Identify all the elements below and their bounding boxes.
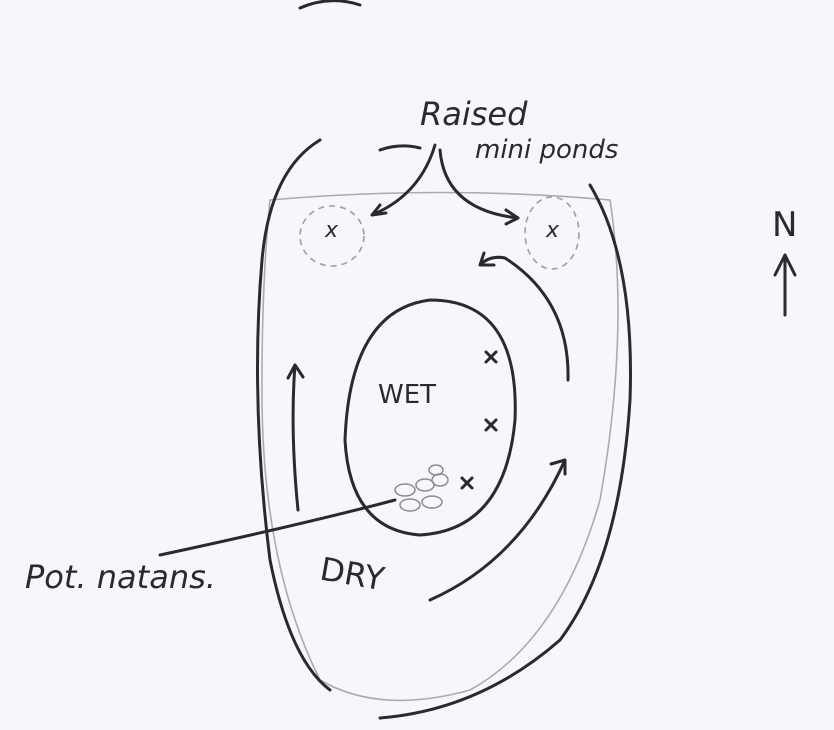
north-arrow-icon — [773, 253, 797, 317]
pond-outline-pencil — [261, 191, 619, 702]
flow-arrow-west — [286, 363, 305, 512]
plant-cluster-icon — [394, 464, 449, 512]
top-partial-circle — [298, 0, 362, 10]
cross-markers — [460, 350, 498, 490]
label-mini-ponds: mini ponds — [475, 135, 619, 165]
label-wet: WET — [378, 380, 437, 410]
label-raised: Raised — [420, 95, 528, 133]
pond-outline-ink — [256, 138, 332, 692]
pointer-arrow-east — [438, 148, 520, 226]
label-north: N — [772, 205, 798, 245]
flow-arrow-east-lower — [428, 458, 567, 602]
mini-pond-east — [524, 196, 580, 270]
mini-pond-east-mark: x — [546, 218, 560, 243]
mini-pond-west-mark: x — [325, 218, 339, 243]
pointer-arrow-west — [370, 143, 437, 217]
label-plant: Pot. natans. — [25, 558, 216, 596]
flow-arrow-east-upper — [478, 251, 570, 382]
plant-leader-line — [158, 498, 397, 557]
wet-area-outline — [343, 298, 517, 537]
mini-pond-west — [299, 205, 365, 267]
